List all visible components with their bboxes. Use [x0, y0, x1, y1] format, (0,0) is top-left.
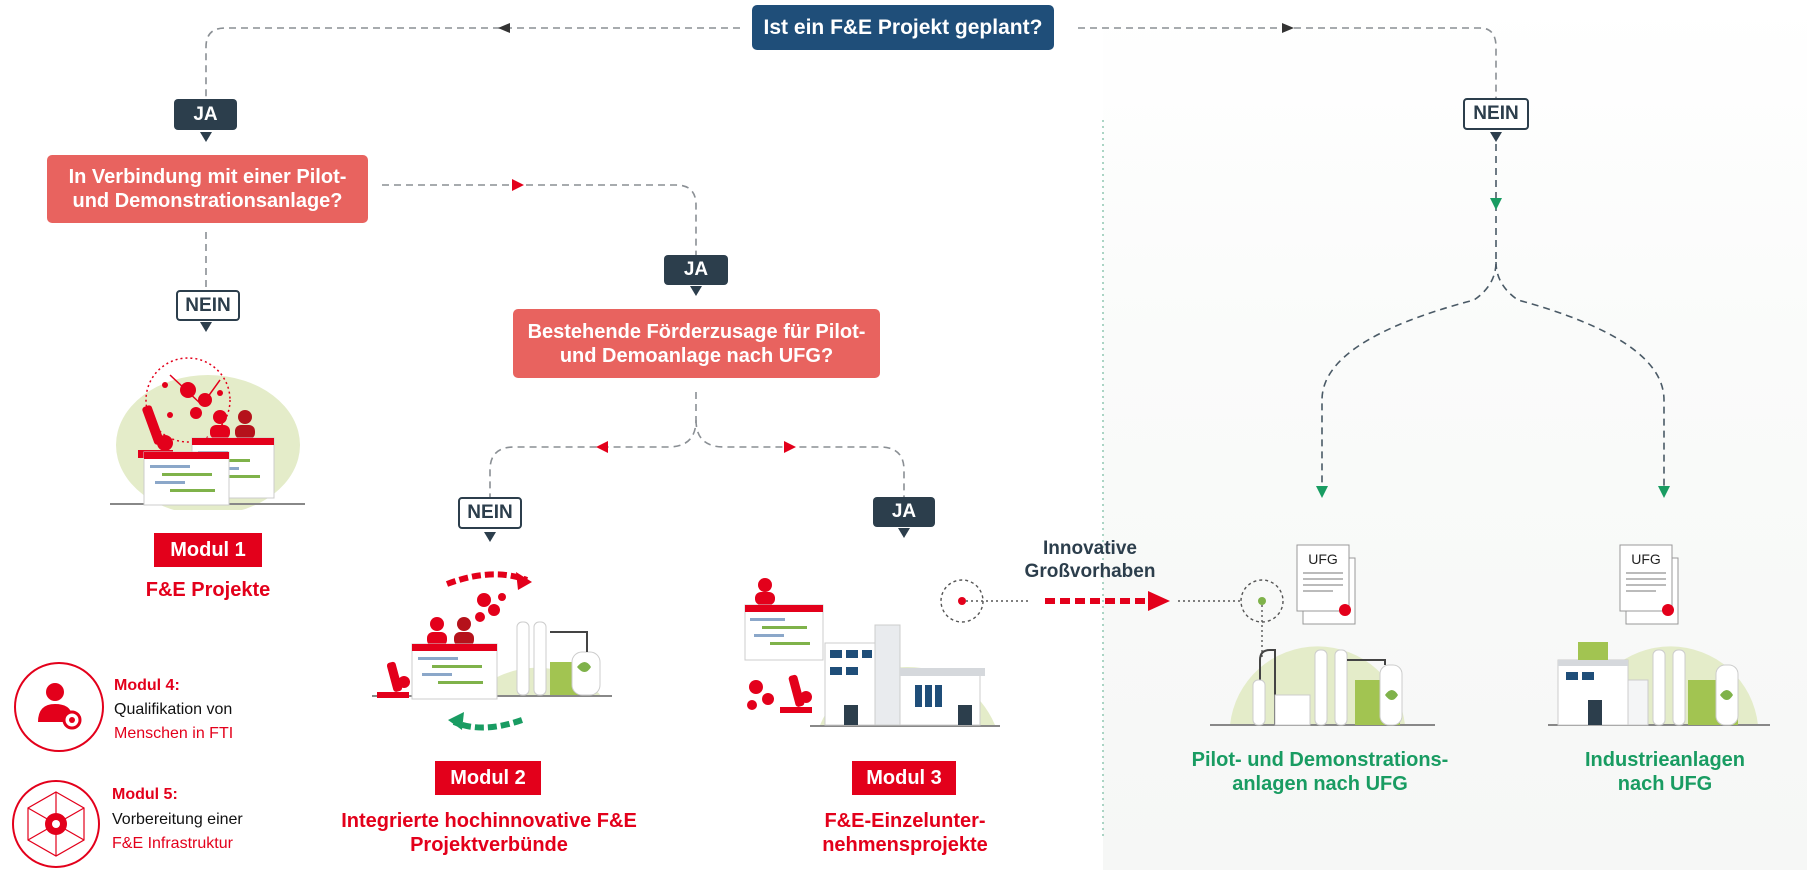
gears-icon — [475, 593, 506, 622]
ufg-doc-label-2: UFG — [1631, 551, 1661, 567]
factory-icon — [1252, 649, 1403, 726]
ufg-doc-label-1: UFG — [1308, 551, 1338, 567]
modul2-title: Integrierte hochinnovative F&E Projektve… — [341, 810, 637, 856]
seal-icon — [1339, 604, 1351, 616]
leaf-icon — [1720, 690, 1733, 700]
connector-existing-left — [489, 392, 697, 498]
person-award-icon — [14, 662, 104, 752]
modul1-title: F&E Projekte — [145, 579, 271, 601]
tag-nein-top: NEIN — [1463, 98, 1529, 130]
tag-nein-pilot: NEIN — [176, 290, 240, 321]
modul3-badge: Modul 3 — [852, 761, 956, 795]
modul1-badge: Modul 1 — [154, 533, 262, 567]
tag-ja-top: JA — [174, 99, 237, 130]
document-icon: UFG — [1296, 544, 1356, 625]
microscope-icon — [377, 661, 410, 698]
modul5-line2: F&E Infrastruktur — [112, 835, 233, 852]
seal-icon — [1662, 604, 1674, 616]
factory-icon — [516, 621, 601, 696]
people-icon — [755, 578, 775, 605]
connector-split-right — [1495, 261, 1665, 490]
tag-nein-existing: NEIN — [458, 497, 522, 529]
modul4-line2: Menschen in FTI — [114, 725, 234, 742]
industry-plant-illustration: UFG — [1548, 544, 1770, 726]
pilot-plants-title: Pilot- und Demonstrations-anlagen nach U… — [1191, 749, 1449, 795]
industry-plants-title: Industrieanlagen nach UFG — [1584, 749, 1746, 795]
people-icon — [210, 410, 255, 439]
modul1-illustration — [110, 357, 305, 510]
modul3-illustration — [744, 578, 1000, 727]
top-question-text: Ist ein F&E Projekt geplant? — [763, 15, 1043, 39]
gantt-chart-icon — [744, 604, 824, 661]
existing-question-box: Bestehende Förderzusage für Pilot- und D… — [513, 309, 880, 378]
arrow-left-icon — [498, 23, 510, 33]
gears-icon — [747, 680, 774, 710]
existing-question-text: Bestehende Förderzusage für Pilot- und D… — [527, 320, 866, 367]
factory-icon — [1557, 642, 1739, 726]
tag-ja-existing: JA — [873, 497, 935, 527]
factory-icon — [824, 624, 985, 726]
connector-top-right — [1078, 27, 1497, 98]
connector-top-left — [205, 27, 740, 98]
gears-icon — [162, 382, 223, 419]
network-gear-icon — [12, 780, 100, 868]
connector-existing-right — [695, 419, 905, 498]
document-icon: UFG — [1619, 544, 1679, 625]
leaf-icon — [577, 662, 591, 672]
connector-pilot-right — [382, 184, 697, 255]
arrow-right-icon — [1282, 23, 1294, 33]
microscope-icon — [780, 674, 812, 713]
modul4-heading: Modul 4: — [114, 677, 180, 694]
connector-split-left — [1321, 132, 1497, 490]
people-icon — [427, 617, 474, 646]
modul5-heading: Modul 5: — [112, 786, 178, 803]
top-question-box: Ist ein F&E Projekt geplant? — [752, 5, 1054, 50]
innovative-label: Innovative Großvorhaben — [1024, 538, 1156, 582]
pilot-question-text: In Verbindung mit einer Pilot- und Demon… — [68, 166, 347, 212]
leaf-icon — [1385, 690, 1398, 700]
gantt-chart-icon — [411, 643, 498, 700]
modul5-line1: Vorbereitung einer — [112, 811, 243, 828]
pilot-plant-illustration: UFG — [1210, 544, 1435, 726]
modul2-badge: Modul 2 — [435, 761, 541, 795]
modul2-illustration — [372, 571, 612, 731]
cycle-arrows-icon — [445, 571, 532, 731]
tag-ja-pilot: JA — [664, 255, 728, 285]
modul4-line1: Qualifikation von — [114, 701, 233, 718]
gantt-chart-icon — [143, 437, 275, 506]
pilot-question-box: In Verbindung mit einer Pilot- und Demon… — [47, 155, 368, 223]
modul3-title: F&E-Einzelunter-nehmensprojekte — [822, 810, 988, 856]
